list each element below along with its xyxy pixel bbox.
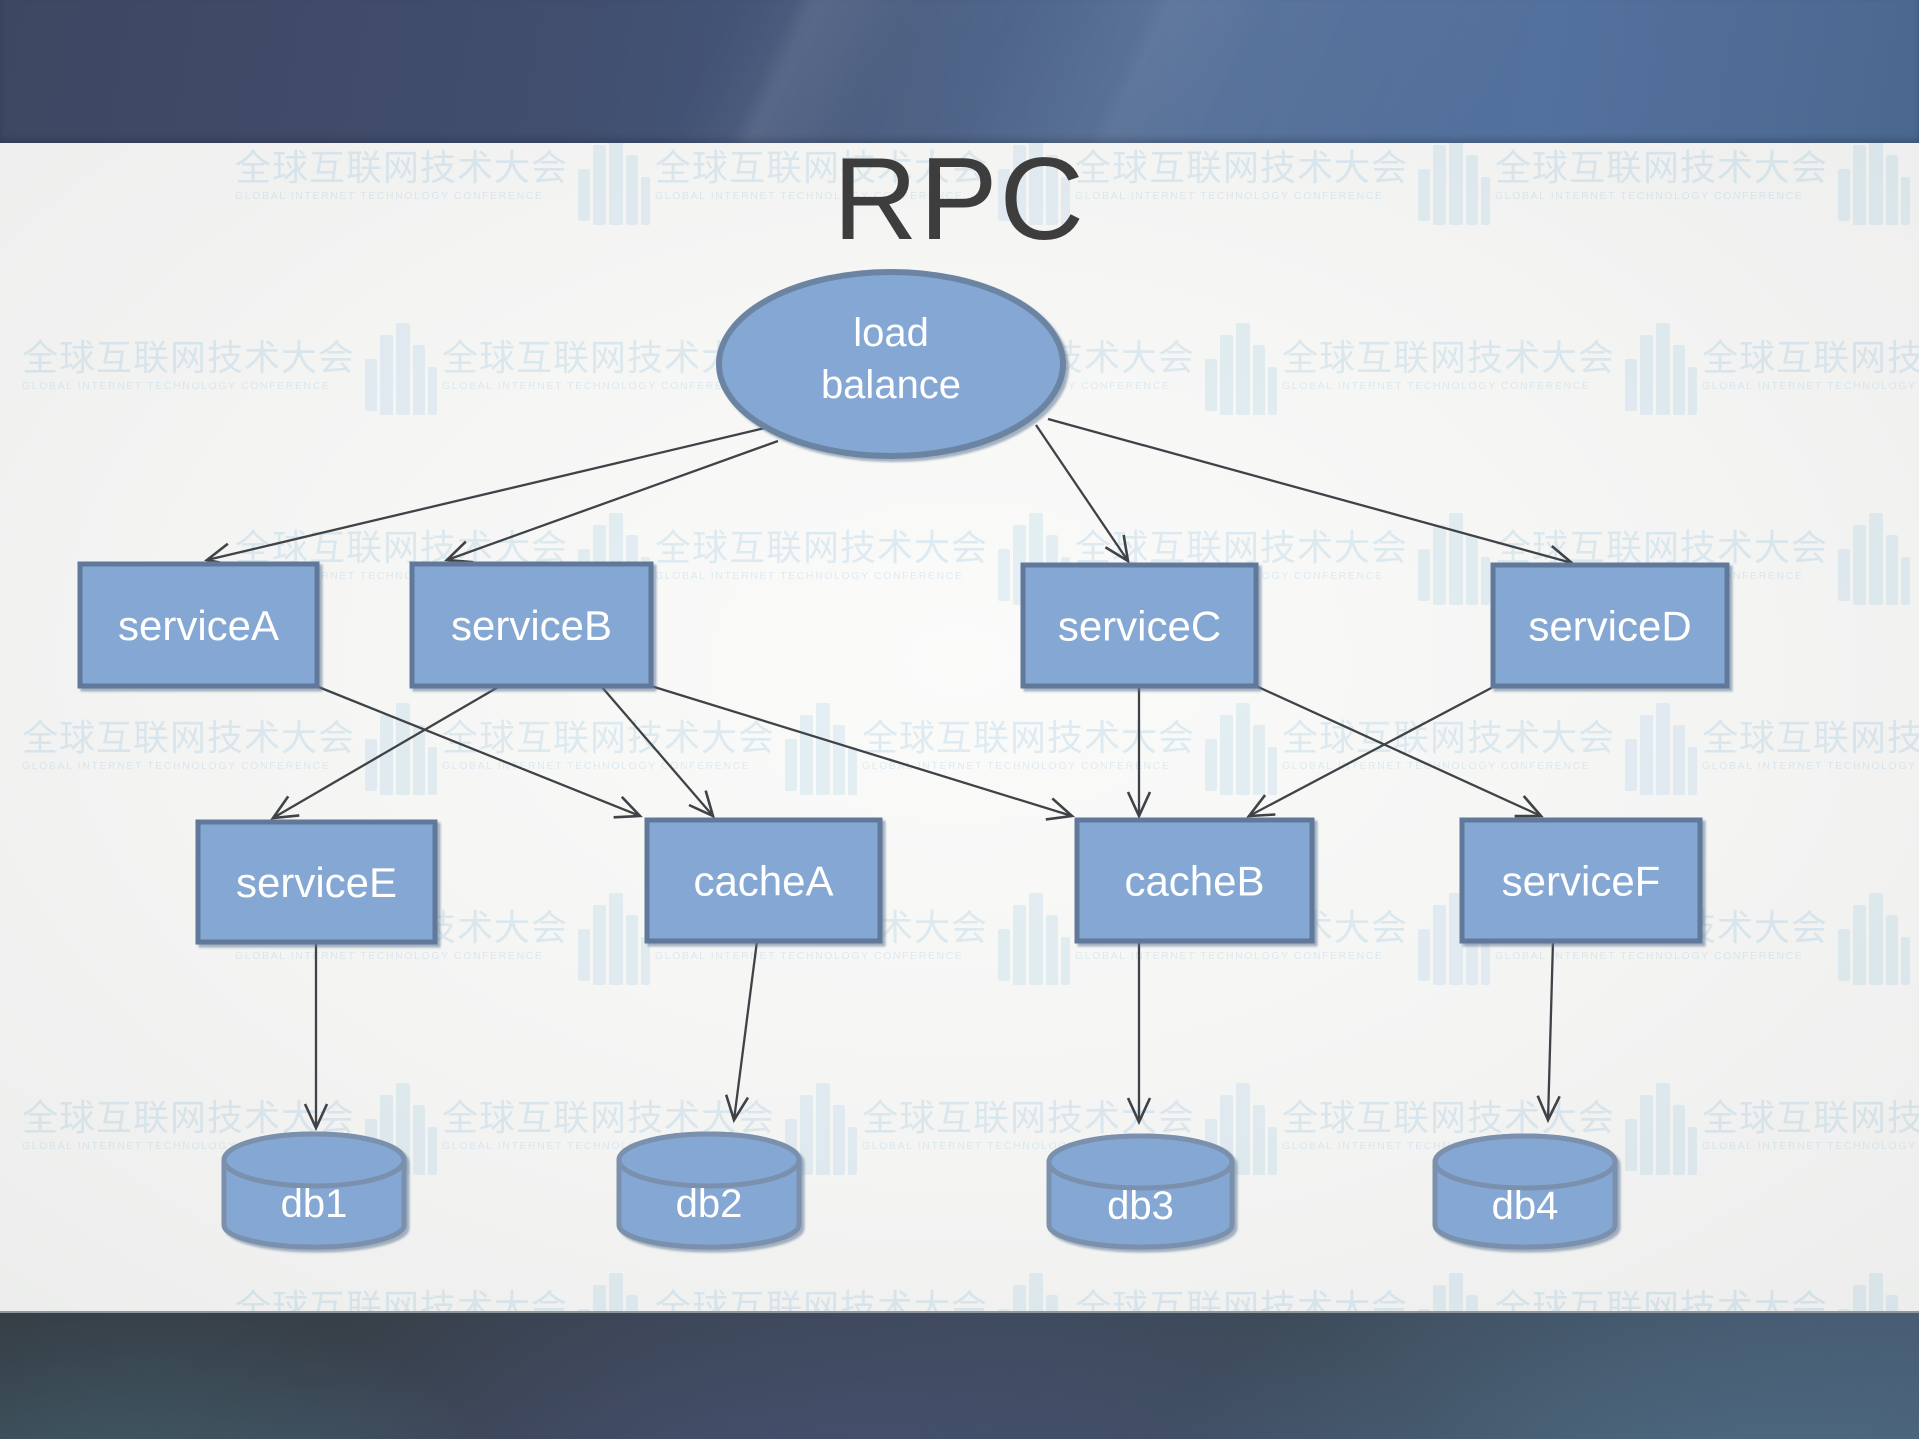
banner-light-streak xyxy=(661,0,919,143)
node-label: serviceB xyxy=(451,602,612,649)
node-serviceC: serviceC xyxy=(1020,562,1259,689)
node-serviceF: serviceF xyxy=(1459,817,1703,944)
banner-light-streak xyxy=(941,0,1279,143)
edge-serviceC-to-serviceF xyxy=(1255,684,1541,816)
node-label: serviceF xyxy=(1502,858,1661,905)
cylinder-top xyxy=(221,1131,407,1189)
node-label: cacheA xyxy=(693,858,833,905)
rect-shape xyxy=(195,819,438,945)
node-label: serviceC xyxy=(1058,603,1221,650)
slide-title: RPC xyxy=(832,133,1087,264)
cylinder-top xyxy=(616,1131,802,1189)
edge-serviceF-to-db4 xyxy=(1548,940,1553,1120)
ellipse-shape xyxy=(716,269,1066,459)
edge-serviceB-to-cacheB xyxy=(650,684,1072,816)
edge-serviceB-to-cacheA xyxy=(600,685,713,816)
node-label: serviceA xyxy=(118,602,279,649)
node-serviceB: serviceB xyxy=(409,561,654,689)
node-cacheB: cacheB xyxy=(1074,817,1315,944)
rect-shape xyxy=(1020,562,1259,689)
node-label: db1 xyxy=(281,1182,348,1226)
node-db1: db1 xyxy=(221,1131,407,1250)
edge-serviceA-to-cacheA xyxy=(315,684,640,816)
cylinder-top xyxy=(1046,1133,1235,1191)
node-label: serviceE xyxy=(236,859,397,906)
node-label: db2 xyxy=(676,1182,743,1226)
bottom-banner xyxy=(0,1311,1919,1439)
node-db3: db3 xyxy=(1046,1133,1235,1250)
edge-serviceB-to-serviceE xyxy=(273,685,501,818)
node-serviceE: serviceE xyxy=(195,819,438,945)
rect-shape xyxy=(409,561,654,689)
edge-loadbalance-to-serviceC xyxy=(1035,424,1128,561)
rect-shape xyxy=(77,561,320,689)
node-db4: db4 xyxy=(1432,1133,1618,1250)
node-db2: db2 xyxy=(616,1131,802,1250)
top-banner xyxy=(0,0,1919,143)
node-serviceA: serviceA xyxy=(77,561,320,689)
rect-shape xyxy=(644,817,883,944)
rect-shape xyxy=(1459,817,1703,944)
node-label: serviceD xyxy=(1528,603,1691,650)
rect-shape xyxy=(1074,817,1315,944)
edge-serviceD-to-cacheB xyxy=(1249,684,1496,816)
node-label: db3 xyxy=(1107,1184,1174,1228)
node-cacheA: cacheA xyxy=(644,817,883,944)
cylinder-top xyxy=(1432,1133,1618,1191)
rect-shape xyxy=(1490,562,1730,689)
edge-loadbalance-to-serviceB xyxy=(447,439,779,560)
node-label: db4 xyxy=(1492,1184,1559,1228)
node-serviceD: serviceD xyxy=(1490,562,1730,689)
edge-loadbalance-to-serviceD xyxy=(1047,417,1572,563)
edge-loadbalance-to-serviceA xyxy=(207,426,766,560)
edge-cacheA-to-db2 xyxy=(734,940,759,1120)
node-label: cacheB xyxy=(1124,858,1264,905)
